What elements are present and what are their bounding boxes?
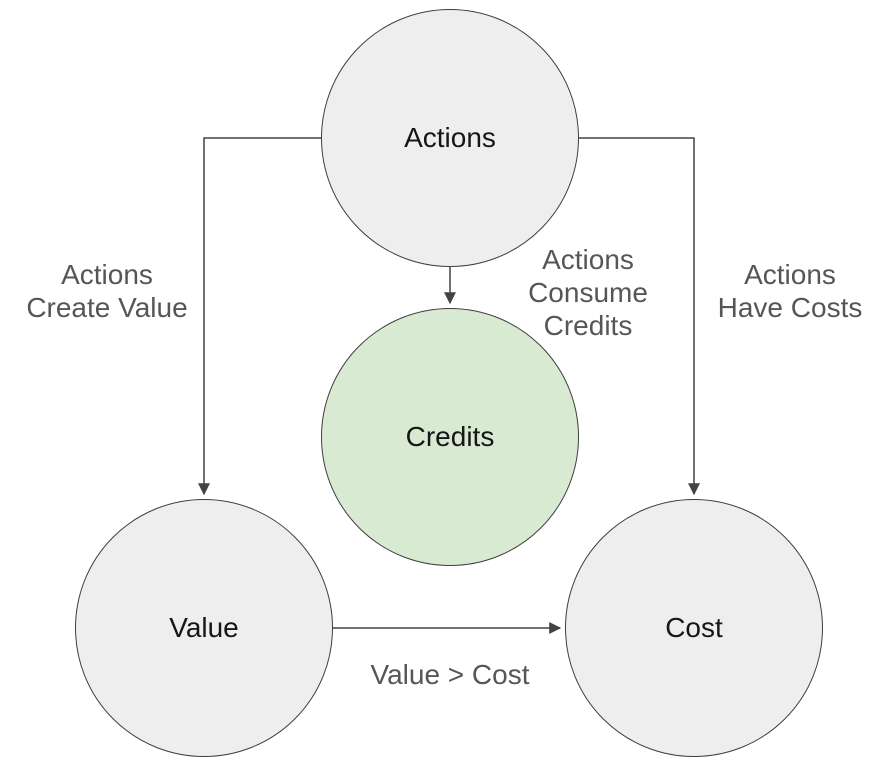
node-credits: Credits bbox=[321, 308, 579, 566]
edge-label-line: Create Value bbox=[26, 292, 188, 323]
edge-label-line: Actions bbox=[744, 259, 836, 290]
node-value-label: Value bbox=[169, 612, 239, 643]
edge-actions-create-value bbox=[198, 137, 321, 496]
node-cost: Cost bbox=[565, 499, 823, 757]
edge-label-line: Actions bbox=[542, 244, 634, 275]
edge-label-line: Have Costs bbox=[717, 292, 863, 323]
edge-label-line: Consume bbox=[528, 277, 648, 308]
edge-label-actions-consume-credits: Actions Consume Credits bbox=[508, 243, 668, 342]
edge-label-line: Actions bbox=[61, 259, 153, 290]
edge-label-line: Credits bbox=[543, 310, 633, 341]
node-credits-label: Credits bbox=[405, 421, 495, 452]
node-value: Value bbox=[75, 499, 333, 757]
node-actions-label: Actions bbox=[404, 122, 496, 153]
edge-label-actions-create-value: Actions Create Value bbox=[7, 258, 207, 324]
edge-label-actions-have-costs: Actions Have Costs bbox=[698, 258, 882, 324]
edge-label-value-greater-than-cost: Value > Cost bbox=[350, 658, 550, 691]
node-actions: Actions bbox=[321, 9, 579, 267]
edge-label-line: Value > Cost bbox=[370, 659, 530, 690]
node-cost-label: Cost bbox=[665, 612, 723, 643]
